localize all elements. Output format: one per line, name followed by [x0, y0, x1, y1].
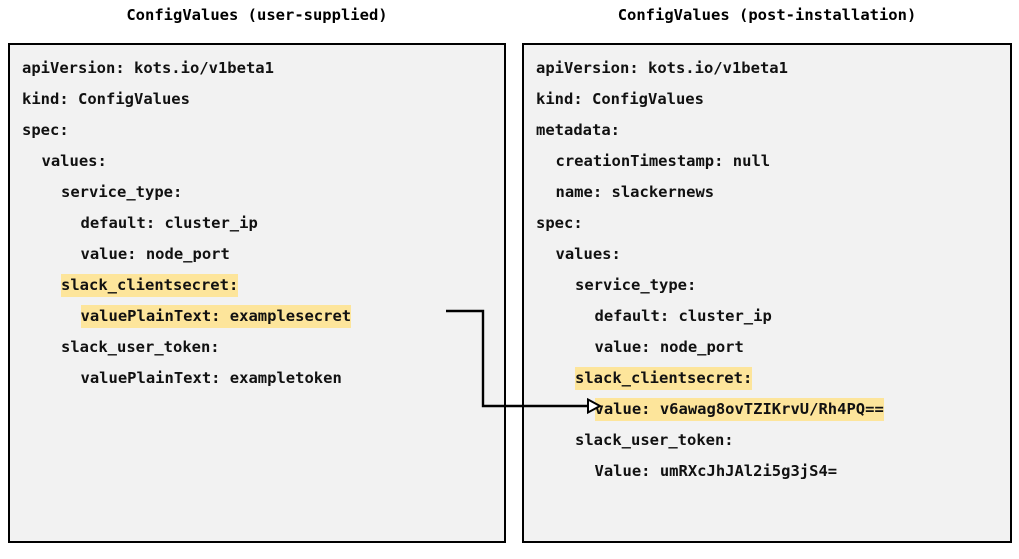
code-line: values: — [22, 146, 504, 177]
code-line: default: cluster_ip — [22, 208, 504, 239]
code-line: kind: ConfigValues — [22, 84, 504, 115]
code-line-text: kind: ConfigValues — [536, 90, 704, 108]
code-line-text: spec: — [536, 214, 583, 232]
code-line-text: kind: ConfigValues — [22, 90, 190, 108]
panel-title-post-installation: ConfigValues (post-installation) — [617, 6, 917, 24]
code-line: value: node_port — [22, 239, 504, 270]
code-line-text: service_type: — [61, 183, 183, 201]
code-line: valuePlainText: exampletoken — [22, 363, 504, 394]
code-line: apiVersion: kots.io/v1beta1 — [536, 53, 1010, 84]
code-line-text: apiVersion: kots.io/v1beta1 — [22, 59, 274, 77]
code-line-text: value: node_port — [594, 338, 744, 356]
code-line: value: v6awag8ovTZIKrvU/Rh4PQ== — [536, 394, 1010, 425]
code-line: slack_user_token: — [536, 425, 1010, 456]
code-line-text: default: cluster_ip — [80, 214, 258, 232]
code-line-text: values: — [555, 245, 621, 263]
code-line-text: slack_user_token: — [575, 431, 734, 449]
panel-user-supplied: ConfigValues (user-supplied) apiVersion:… — [8, 0, 506, 559]
code-line: creationTimestamp: null — [536, 146, 1010, 177]
code-line-text: apiVersion: kots.io/v1beta1 — [536, 59, 788, 77]
code-lines-user-supplied: apiVersion: kots.io/v1beta1 kind: ConfigV… — [22, 53, 504, 394]
code-line-text: values: — [41, 152, 107, 170]
code-line: slack_clientsecret: — [22, 270, 504, 301]
code-line-text-highlighted: slack_clientsecret: — [575, 367, 753, 390]
code-line-text: value: node_port — [80, 245, 230, 263]
code-line: Value: umRXcJhJAl2i5g3jS4= — [536, 456, 1010, 487]
code-line-text-highlighted: valuePlainText: examplesecret — [80, 305, 352, 328]
code-line: metadata: — [536, 115, 1010, 146]
code-line: apiVersion: kots.io/v1beta1 — [22, 53, 504, 84]
code-line-text: Value: umRXcJhJAl2i5g3jS4= — [594, 462, 838, 480]
code-line: value: node_port — [536, 332, 1010, 363]
code-line-text: valuePlainText: exampletoken — [80, 369, 342, 387]
code-line: service_type: — [536, 270, 1010, 301]
code-line: slack_user_token: — [22, 332, 504, 363]
code-line-text-highlighted: value: v6awag8ovTZIKrvU/Rh4PQ== — [594, 398, 884, 421]
code-line: valuePlainText: examplesecret — [22, 301, 504, 332]
code-box-user-supplied: apiVersion: kots.io/v1beta1 kind: ConfigV… — [8, 43, 506, 543]
code-box-post-installation: apiVersion: kots.io/v1beta1 kind: ConfigV… — [522, 43, 1012, 543]
code-line: spec: — [22, 115, 504, 146]
code-line: name: slackernews — [536, 177, 1010, 208]
code-line: service_type: — [22, 177, 504, 208]
panel-title-user-supplied: ConfigValues (user-supplied) — [126, 6, 388, 24]
code-line-text-highlighted: slack_clientsecret: — [61, 274, 239, 297]
code-line-text: default: cluster_ip — [594, 307, 772, 325]
code-line-text: spec: — [22, 121, 69, 139]
code-line-text: name: slackernews — [555, 183, 715, 201]
code-line-text: service_type: — [575, 276, 697, 294]
code-line: kind: ConfigValues — [536, 84, 1010, 115]
panel-post-installation: ConfigValues (post-installation) apiVers… — [522, 0, 1012, 559]
code-line-text: creationTimestamp: null — [555, 152, 771, 170]
code-line: values: — [536, 239, 1010, 270]
code-line-text: slack_user_token: — [61, 338, 220, 356]
code-lines-post-installation: apiVersion: kots.io/v1beta1 kind: ConfigV… — [536, 53, 1010, 487]
code-line: slack_clientsecret: — [536, 363, 1010, 394]
code-line: spec: — [536, 208, 1010, 239]
code-line-text: metadata: — [536, 121, 620, 139]
code-line: default: cluster_ip — [536, 301, 1010, 332]
